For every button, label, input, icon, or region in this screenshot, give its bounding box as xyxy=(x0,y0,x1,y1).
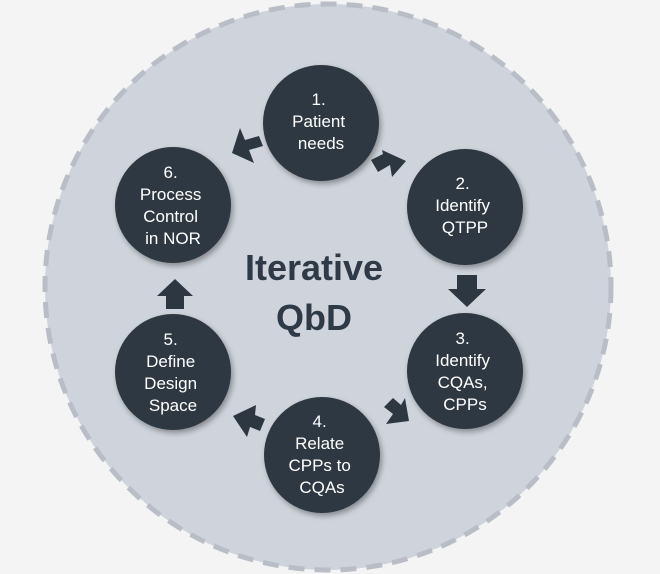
step-6-number: 6. xyxy=(164,163,178,182)
step-3-line: CPPs xyxy=(443,395,486,414)
step-2-line: QTPP xyxy=(442,218,488,237)
center-title-line1: Iterative xyxy=(245,247,383,288)
arrow-6-to-1 xyxy=(232,128,263,163)
arrow-1-to-2 xyxy=(371,150,406,177)
step-3-number: 3. xyxy=(456,329,470,348)
step-3-line: CQAs, xyxy=(438,373,488,392)
step-5-line: Space xyxy=(149,396,197,415)
step-4-line: Relate xyxy=(295,434,344,453)
step-node-identify-cqas-cpps: 3. Identify CQAs, CPPs xyxy=(407,313,523,429)
step-node-relate-cpps-to-cqas: 4. Relate CPPs to CQAs xyxy=(264,397,380,513)
step-1-number: 1. xyxy=(312,90,326,109)
step-5-line: Design xyxy=(144,374,197,393)
step-node-define-design-space: 5. Define Design Space xyxy=(115,314,231,430)
step-5-line: Define xyxy=(146,352,195,371)
step-6-line: Control xyxy=(143,207,198,226)
svg-text:6. Process Con: 6. Process Control in NOR xyxy=(140,163,206,248)
svg-text:1. Patient nee: 1. Patient needs xyxy=(292,90,350,153)
step-node-process-control-in-nor: 6. Process Control in NOR xyxy=(115,147,231,263)
step-6-line: in NOR xyxy=(145,229,201,248)
cycle-arrows xyxy=(157,128,486,437)
step-node-patient-needs: 1. Patient needs xyxy=(263,65,379,181)
step-6-line: Process xyxy=(140,185,201,204)
svg-text:2. Identify QT: 2. Identify QTPP xyxy=(435,174,495,237)
arrow-2-to-3 xyxy=(448,275,486,307)
svg-text:4. Relate CPPs: 4. Relate CPPs to CQAs xyxy=(288,412,355,497)
arrow-4-to-5 xyxy=(233,405,265,437)
step-2-number: 2. xyxy=(456,174,470,193)
step-1-line: needs xyxy=(298,134,344,153)
center-title-line2: QbD xyxy=(276,297,352,338)
step-1-line: Patient xyxy=(292,112,345,131)
step-4-line: CPPs to xyxy=(288,456,350,475)
step-3-line: Identify xyxy=(435,351,490,370)
step-node-identify-qtpp: 2. Identify QTPP xyxy=(407,149,523,265)
step-2-line: Identify xyxy=(435,196,490,215)
step-4-line: CQAs xyxy=(299,478,344,497)
arrow-5-to-6 xyxy=(157,279,193,309)
svg-text:5. Define Desi: 5. Define Design Space xyxy=(144,330,202,415)
step-5-number: 5. xyxy=(164,330,178,349)
step-4-number: 4. xyxy=(313,412,327,431)
arrow-3-to-4 xyxy=(384,398,409,424)
svg-text:3. Identify CQ: 3. Identify CQAs, CPPs xyxy=(435,329,495,414)
